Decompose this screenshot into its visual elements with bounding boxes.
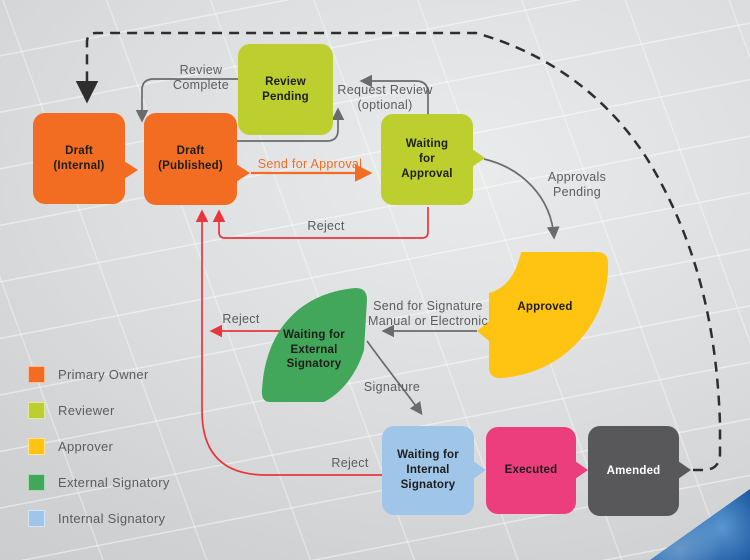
legend: Primary Owner Reviewer Approver External… [28, 366, 170, 546]
node-executed-tail [575, 461, 588, 479]
legend-swatch-primary-owner [28, 366, 45, 383]
edge-review-complete [135, 78, 239, 123]
legend-item-primary-owner: Primary Owner [28, 366, 170, 383]
edge-reject-approval [212, 207, 429, 239]
node-waiting-external [261, 288, 367, 402]
node-amended-tail [678, 461, 691, 479]
legend-item-external-signatory: External Signatory [28, 474, 170, 491]
node-waiting-approval [381, 114, 473, 205]
legend-label-external-signatory: External Signatory [58, 475, 170, 490]
legend-swatch-internal-signatory [28, 510, 45, 527]
node-waiting-internal-tail [473, 461, 486, 479]
edge-to-review-pending [150, 107, 345, 142]
node-review-pending [238, 44, 333, 135]
legend-swatch-external-signatory [28, 474, 45, 491]
legend-item-internal-signatory: Internal Signatory [28, 510, 170, 527]
node-draft-internal [33, 113, 125, 204]
legend-swatch-reviewer [28, 402, 45, 419]
node-approved [477, 252, 608, 378]
legend-label-reviewer: Reviewer [58, 403, 115, 418]
edge-reject-internal [195, 209, 382, 476]
node-draft-internal-tail [124, 161, 138, 179]
edge-approvals-pending [483, 158, 560, 240]
node-draft-published [144, 113, 237, 205]
edge-request-review [359, 74, 429, 114]
edge-signature [366, 340, 423, 416]
legend-label-primary-owner: Primary Owner [58, 367, 149, 382]
edge-amended-loop [75, 31, 722, 472]
legend-item-approver: Approver [28, 438, 170, 455]
node-amended [588, 426, 679, 516]
legend-item-reviewer: Reviewer [28, 402, 170, 419]
node-draft-published-tail [236, 164, 250, 182]
legend-label-internal-signatory: Internal Signatory [58, 511, 166, 526]
node-executed [486, 427, 576, 514]
legend-swatch-approver [28, 438, 45, 455]
legend-label-approver: Approver [58, 439, 114, 454]
node-waiting-internal [382, 426, 474, 515]
node-waiting-approval-tail [472, 149, 485, 167]
